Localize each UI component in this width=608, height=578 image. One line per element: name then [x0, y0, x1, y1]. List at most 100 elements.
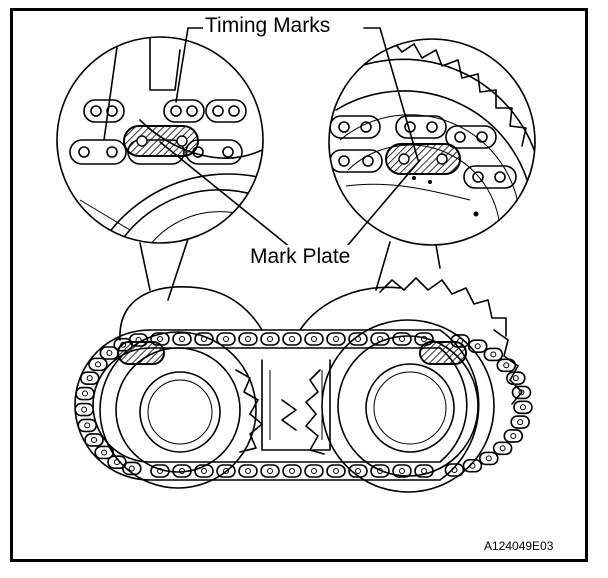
chain-pin — [94, 361, 101, 368]
chain-link — [496, 358, 517, 373]
chain-pin — [311, 336, 317, 342]
chain-pin — [311, 468, 317, 474]
leader-lines — [159, 27, 421, 253]
chain-link — [88, 357, 108, 372]
chain-link — [79, 371, 100, 385]
chain-pin — [201, 468, 207, 474]
chain-pin — [245, 336, 251, 342]
chain-link — [326, 332, 346, 346]
mark-plate-label: Mark Plate — [248, 245, 353, 269]
chain-pin — [421, 468, 427, 474]
chain-pin — [128, 465, 135, 472]
main-mark-plate-left — [117, 341, 165, 365]
chain-link — [506, 371, 526, 385]
chain-pin — [490, 351, 497, 358]
chain-link — [84, 433, 104, 447]
chain-link — [238, 332, 258, 346]
chain-link — [77, 418, 98, 433]
chain-link — [304, 332, 324, 346]
left-callout — [56, 36, 264, 301]
chain-link — [326, 464, 346, 478]
right-callout — [328, 38, 536, 291]
chain-link — [216, 332, 236, 346]
chain-link — [194, 464, 214, 478]
chain-pin — [499, 445, 506, 452]
chain-pin — [377, 468, 383, 474]
chain-link — [492, 441, 513, 456]
chain-pin — [485, 455, 492, 462]
chain-link — [467, 339, 488, 353]
chain-pin — [289, 336, 295, 342]
chain-link — [75, 386, 95, 401]
chain-pin — [518, 389, 525, 396]
chain-link — [392, 464, 412, 478]
chain-pin — [355, 468, 361, 474]
chain-pin — [519, 404, 526, 411]
chain-link — [513, 400, 533, 415]
chain-pin — [517, 419, 524, 426]
chain-link — [172, 332, 192, 346]
chain-link — [99, 346, 120, 360]
chain-pin — [157, 336, 163, 342]
chain-link — [150, 464, 170, 478]
chain-pin — [510, 432, 517, 439]
chain-pin — [84, 422, 91, 429]
chain-pin — [469, 462, 476, 469]
chain-link — [348, 464, 368, 478]
chain-link — [122, 461, 142, 476]
chain-link — [511, 385, 532, 400]
chain-link — [370, 464, 390, 478]
chain-pin — [223, 468, 229, 474]
chain-pin — [201, 336, 207, 342]
chain-pin — [399, 468, 405, 474]
chain-pin — [451, 466, 458, 473]
chain-link — [510, 415, 530, 429]
chain-pin — [377, 336, 383, 342]
chain-link — [260, 464, 280, 478]
chain-link — [503, 429, 524, 443]
chain-link — [462, 458, 483, 473]
chain-pin — [179, 468, 185, 474]
chain-pin — [114, 459, 120, 466]
chain-link — [194, 332, 214, 346]
chain-pin — [267, 468, 273, 474]
chain-pin — [267, 336, 273, 342]
chain-link — [483, 347, 504, 362]
chain-link — [444, 463, 465, 477]
left-callout-mark-plate — [123, 125, 199, 157]
chain-pin — [399, 336, 405, 342]
chain-pin — [474, 343, 481, 350]
chain-pin — [503, 362, 510, 369]
chain-pin — [91, 436, 98, 443]
chain-link — [282, 464, 302, 478]
chain-link — [370, 332, 390, 346]
chain-link — [392, 332, 412, 346]
chain-link — [172, 464, 192, 478]
chain-pin — [333, 336, 339, 342]
chain-pin — [245, 468, 251, 474]
chain-link — [478, 451, 499, 466]
chain-link — [304, 464, 324, 478]
right-callout-mark-plate — [385, 143, 461, 175]
chain-pin — [101, 449, 108, 456]
chain-pin — [106, 349, 113, 356]
chain-pin — [512, 375, 519, 382]
chain-pin — [157, 468, 163, 474]
timing-chain-assembly — [74, 277, 533, 493]
chain-pin — [86, 375, 93, 382]
chain-pin — [81, 406, 88, 413]
chain-link — [94, 445, 114, 460]
chain-pin — [223, 336, 229, 342]
chain-link — [414, 464, 434, 478]
chain-link — [348, 332, 368, 346]
chain-link — [216, 464, 236, 478]
chain-pin — [333, 468, 339, 474]
chain-pin — [82, 390, 89, 397]
chain-link — [238, 464, 258, 478]
figure-code: A124049E03 — [484, 539, 554, 553]
main-mark-plate-right — [419, 341, 467, 365]
chain-link — [260, 332, 280, 346]
chain-pin — [421, 336, 427, 342]
timing-marks-label: Timing Marks — [203, 14, 333, 38]
